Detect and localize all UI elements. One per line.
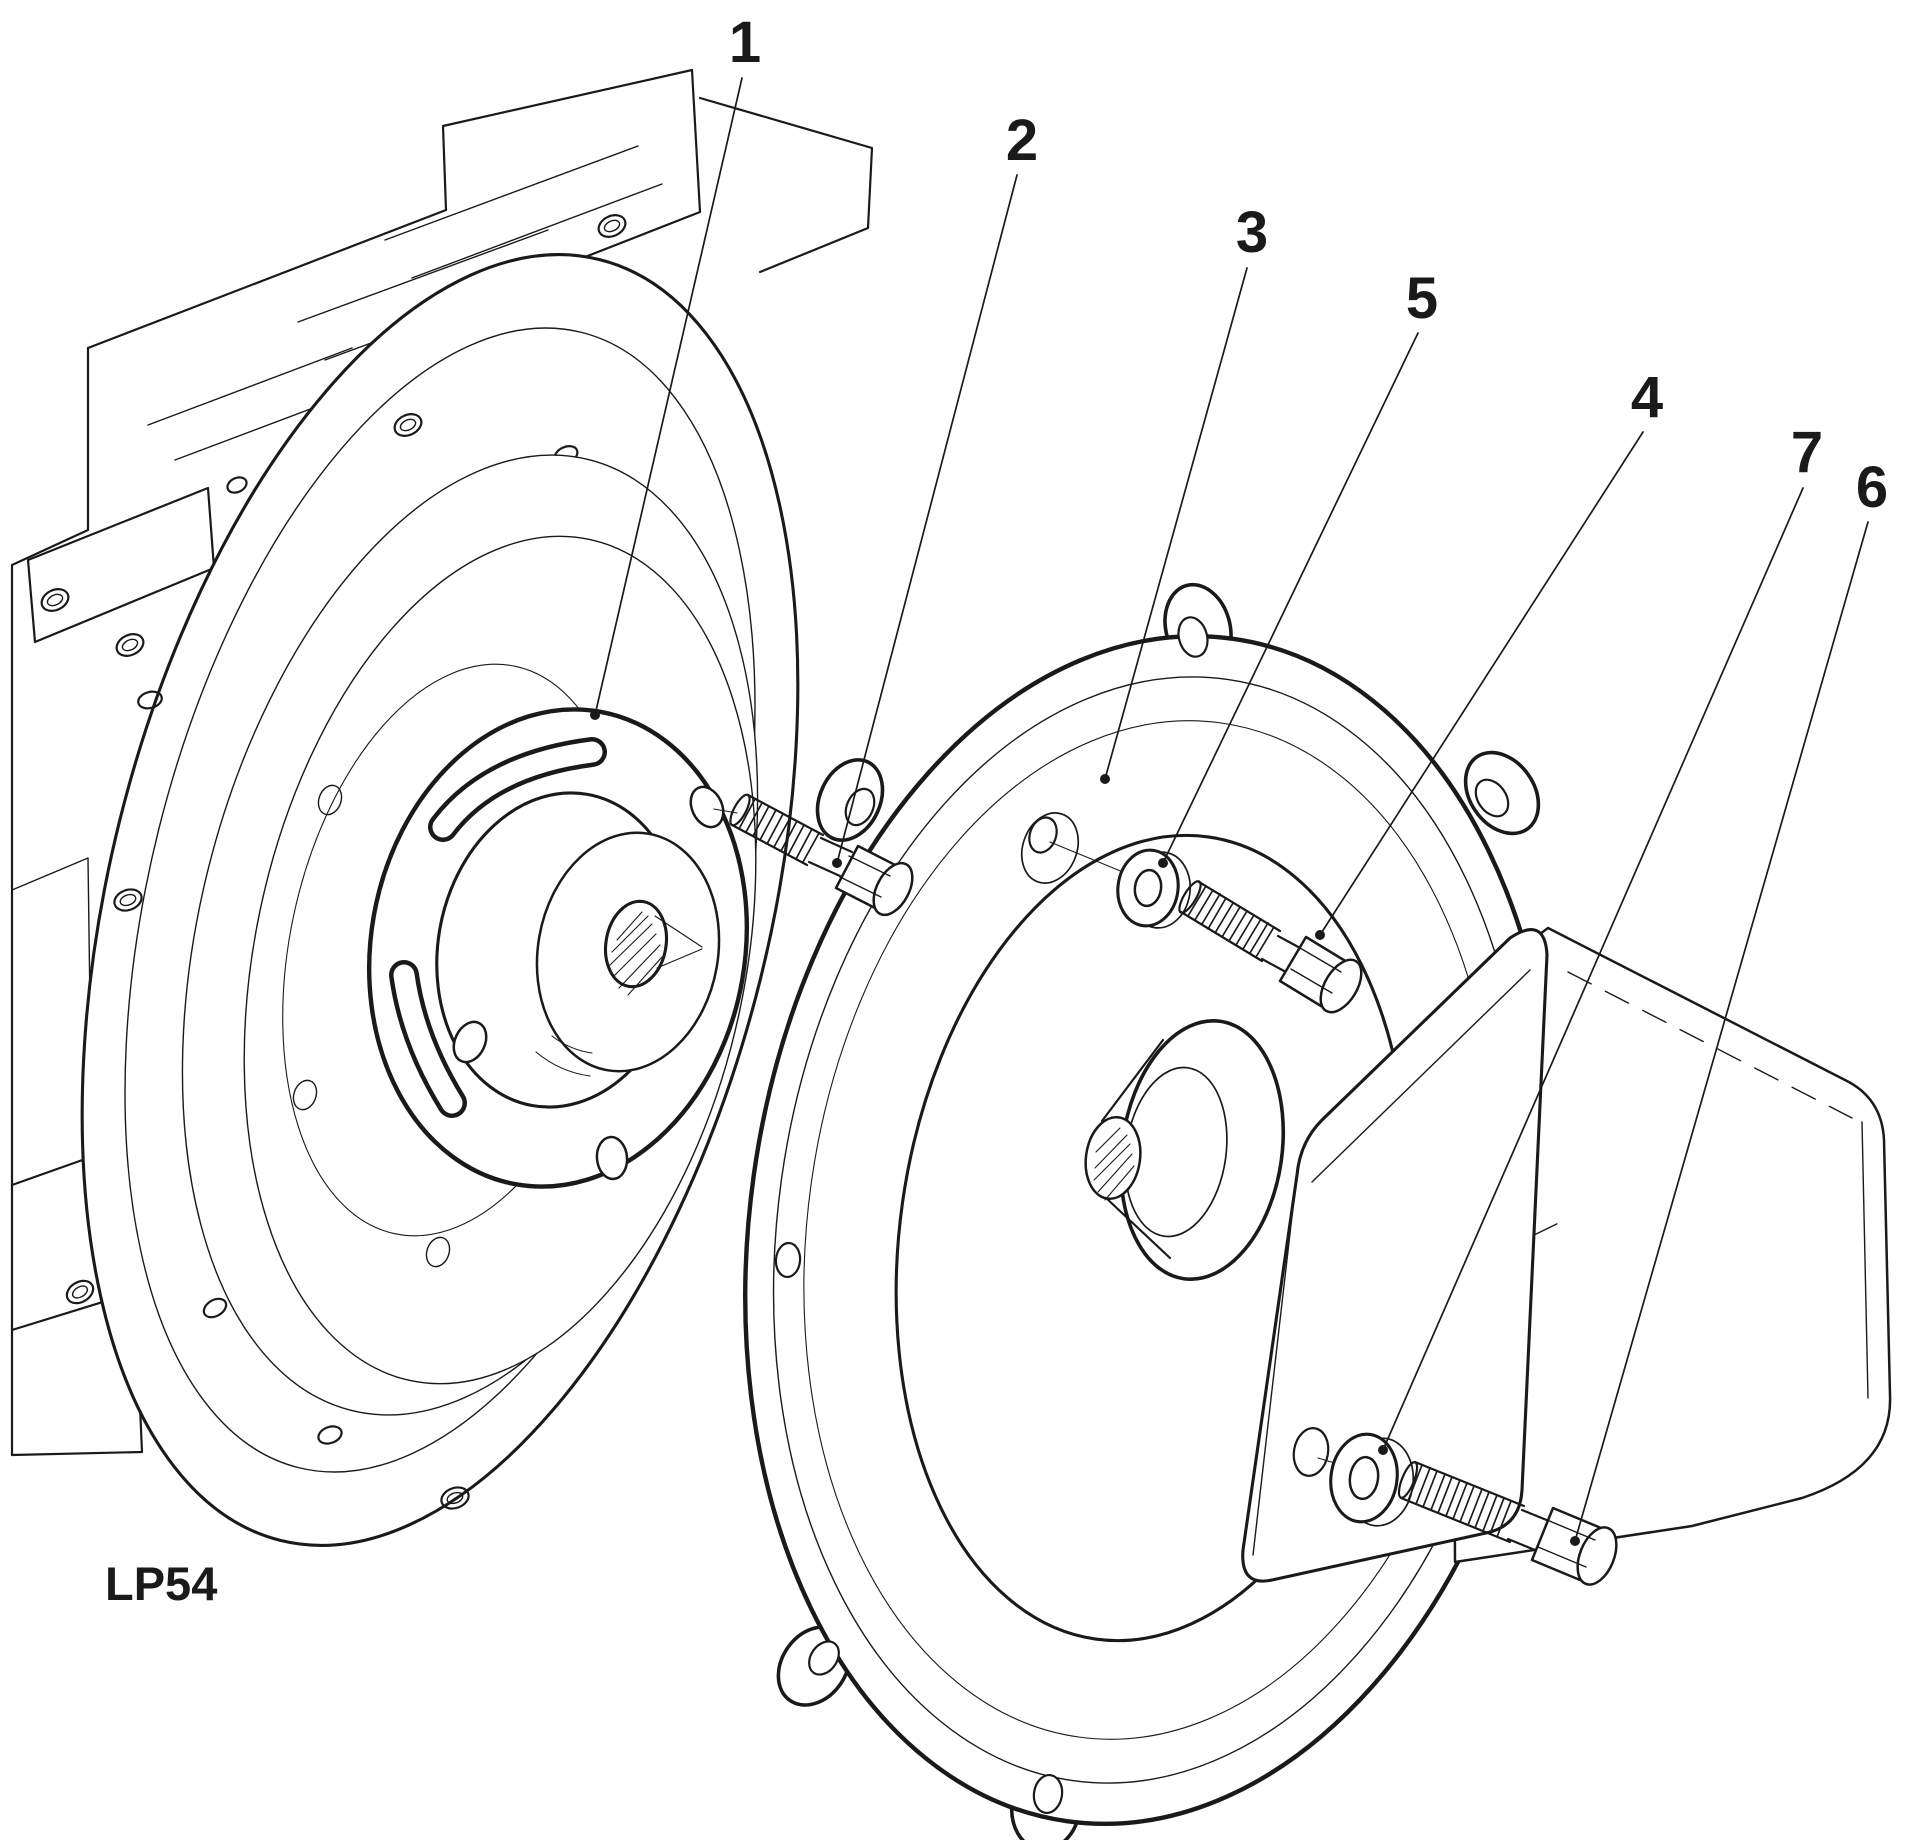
callout-leader-lines (590, 77, 1869, 1546)
plate-bolt-ear (1020, 812, 1080, 884)
part-6-bolt (1397, 1460, 1618, 1586)
bolt-hole (317, 1425, 343, 1445)
pump-body (1450, 926, 1892, 1564)
thread-lines (738, 798, 820, 863)
part-7-washer (1329, 1432, 1415, 1527)
callout-1: 1 (729, 10, 761, 75)
callout-4: 4 (1631, 365, 1663, 430)
coupling-bolt-hole (595, 1135, 629, 1181)
threaded-hole (597, 214, 627, 238)
pump (1084, 926, 1892, 1583)
pump-splined-shaft (1084, 1115, 1142, 1201)
part-1-coupling-hub (366, 707, 750, 1189)
flywheel-hole (317, 784, 343, 816)
callout-6: 6 (1856, 455, 1888, 520)
part-4-bolt (1178, 880, 1363, 1014)
threaded-hole (65, 1279, 95, 1305)
keyway-line (656, 948, 703, 969)
part-5-washer (1116, 848, 1192, 929)
flange-bolt-hole (1292, 1427, 1330, 1477)
callout-5: 5 (1406, 266, 1438, 331)
flywheel-hole (292, 1079, 318, 1111)
bolt-hole (137, 690, 163, 710)
threaded-hole (113, 888, 143, 912)
pump-mounting-flange (1241, 928, 1549, 1583)
threaded-hole (115, 633, 145, 657)
leader-line-4 (1319, 431, 1644, 936)
thread-lines (1187, 885, 1275, 958)
leader-line-1 (594, 77, 743, 716)
splined-bore (603, 899, 669, 989)
thread-lines (1407, 1464, 1512, 1538)
plate-lug-hole (808, 1640, 840, 1676)
threaded-hole (40, 588, 70, 612)
plate-lug-hole (1177, 616, 1209, 658)
plate-lug-hole (774, 1241, 802, 1279)
part-2-bolt (729, 793, 914, 917)
spline-hatching (1093, 1127, 1135, 1201)
coupling-bolt-hole (452, 1020, 488, 1064)
plate-lug-hole (1474, 778, 1510, 818)
bolt-hole (202, 1297, 228, 1319)
spline-hatching (609, 911, 663, 996)
bolt-hole (226, 476, 248, 494)
callout-2: 2 (1006, 108, 1038, 173)
leader-line-5 (1162, 332, 1419, 864)
keyway-line (654, 915, 703, 948)
leader-line-7 (1382, 487, 1804, 1451)
callout-7: 7 (1791, 420, 1823, 485)
callout-3: 3 (1236, 200, 1268, 265)
leader-line-2 (836, 174, 1018, 864)
coupling-bolt-hole (689, 785, 725, 829)
leader-line-6 (1574, 521, 1869, 1542)
flywheel-hole (425, 1236, 451, 1268)
plate-bolt-hole (1028, 816, 1058, 854)
plate-lug-hole (844, 787, 876, 827)
threaded-hole (393, 413, 423, 437)
leader-line-3 (1104, 267, 1248, 780)
threaded-hole (440, 1486, 470, 1510)
plate-lug-hole (1032, 1773, 1064, 1815)
callout-labels: 1 2 3 5 4 7 6 (729, 10, 1888, 520)
figure-code: LP54 (105, 1557, 217, 1610)
